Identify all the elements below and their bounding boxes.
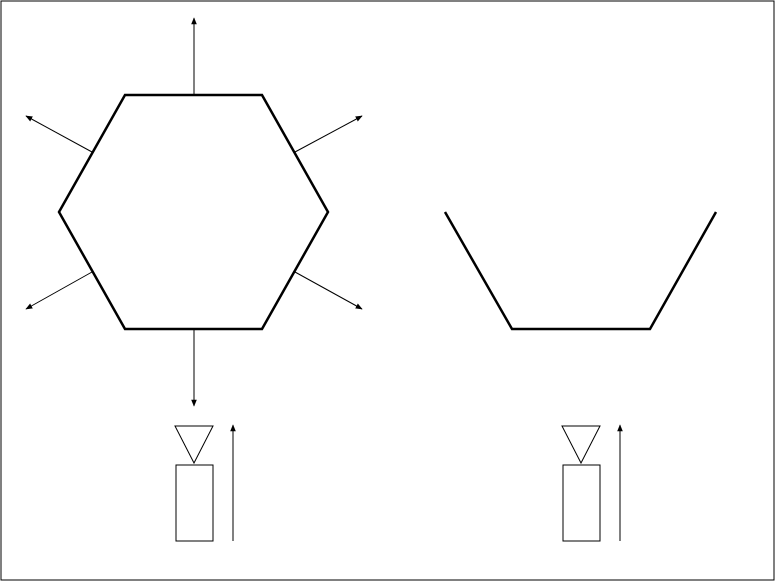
instrument-left-triangle — [174, 425, 214, 465]
arrow-upper-left — [25, 115, 93, 153]
instrument-right-body — [562, 464, 601, 542]
arrow-lower-right — [294, 271, 363, 310]
open-trough-outline — [443, 211, 718, 331]
instrument-left-body — [175, 464, 214, 542]
instrument-right-triangle — [561, 425, 601, 465]
arrow-lower-left — [25, 271, 93, 310]
hexagon-outline — [57, 93, 330, 331]
hexagon-figure — [25, 17, 363, 407]
instrument-right — [561, 424, 623, 542]
arrow-upper-right — [294, 115, 363, 153]
instrument-left — [174, 424, 236, 542]
